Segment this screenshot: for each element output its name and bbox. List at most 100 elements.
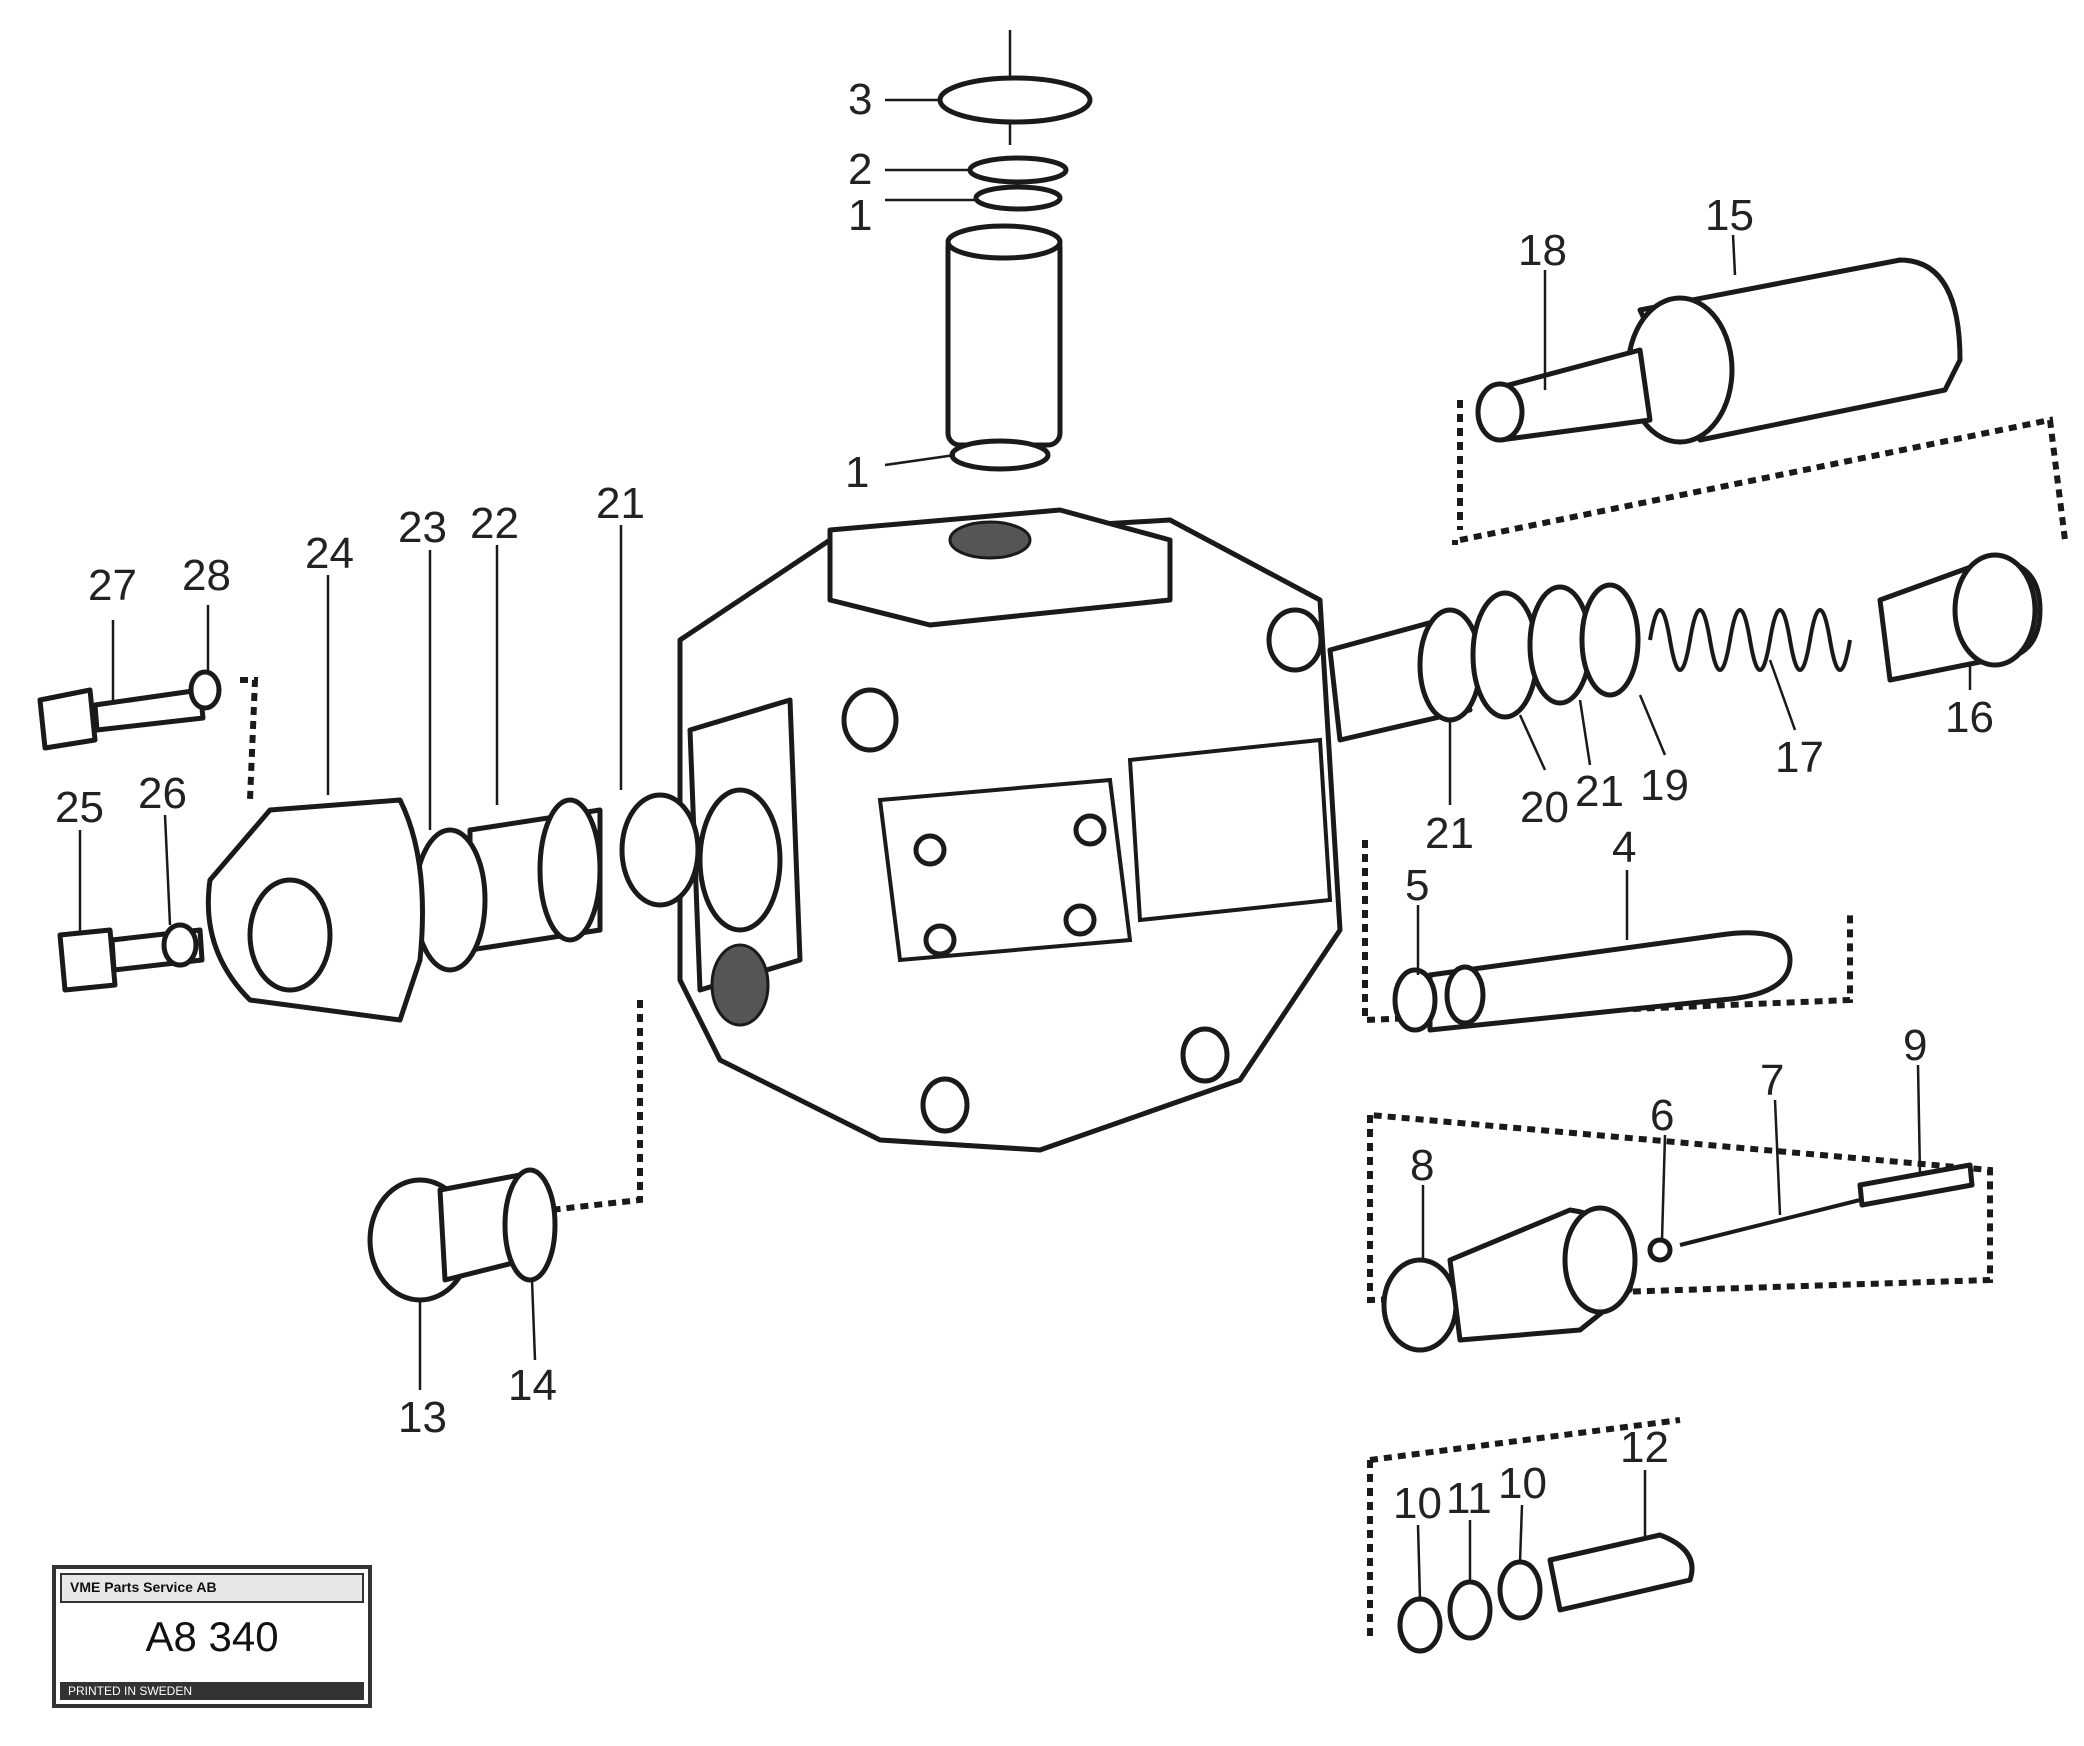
spacer-19 <box>1579 582 1641 698</box>
label-part-4: 4 <box>1612 823 1636 872</box>
label-part-17: 17 <box>1775 733 1824 782</box>
label-part-11: 11 <box>1446 1474 1492 1523</box>
ref-box-footer: PRINTED IN SWEDEN <box>60 1682 364 1700</box>
label-part-15: 15 <box>1705 191 1754 240</box>
label-part-21: 21 <box>596 479 645 528</box>
spring-seat-20 <box>1470 590 1540 720</box>
leader-20 <box>1518 714 1547 771</box>
label-part-21: 21 <box>1425 809 1474 858</box>
screw-head-25 <box>57 927 118 993</box>
label-part-25: 25 <box>55 783 104 832</box>
o-ring-1-top <box>973 184 1063 212</box>
cover-24-face <box>247 877 333 993</box>
label-part-28: 28 <box>182 551 231 600</box>
label-part-12: 12 <box>1620 1423 1669 1472</box>
screw-head-27 <box>37 687 98 751</box>
spool-end-22-face <box>537 797 603 943</box>
leader-10a <box>1416 1524 1422 1601</box>
threaded-insert-end <box>1475 381 1525 443</box>
label-part-10: 10 <box>1498 1459 1547 1508</box>
label-part-27: 27 <box>88 561 137 610</box>
shim-10-b <box>1497 1559 1543 1621</box>
housing-foot-hole <box>1180 1026 1230 1084</box>
relief-valve-face <box>1562 1205 1638 1315</box>
leader-7 <box>1773 1099 1782 1216</box>
housing-foot-hole <box>920 1076 970 1134</box>
dashed-screw-line <box>240 677 259 801</box>
dashed-group-right-top <box>1452 416 2068 545</box>
dashed-plug-line <box>549 1000 643 1213</box>
o-ring-23 <box>412 827 488 973</box>
o-ring-5 <box>1392 967 1438 1033</box>
label-part-19: 19 <box>1640 761 1689 810</box>
label-part-2: 2 <box>848 145 872 194</box>
housing-bolt-hole <box>913 833 947 867</box>
label-part-7: 7 <box>1760 1056 1784 1105</box>
housing-front-panel <box>877 777 1133 963</box>
spring-cap-face <box>1952 552 2038 668</box>
label-part-8: 8 <box>1410 1141 1434 1190</box>
label-part-26: 26 <box>138 769 187 818</box>
label-part-1: 1 <box>848 191 872 240</box>
leader-10b <box>1518 1504 1524 1563</box>
label-part-24: 24 <box>305 529 354 578</box>
pin-9 <box>1857 1162 1975 1208</box>
leader-17 <box>1768 659 1797 731</box>
label-part-9: 9 <box>1903 1021 1927 1070</box>
housing-lower-port <box>710 943 770 1027</box>
spool-4 <box>1427 930 1793 1033</box>
housing-top-port <box>948 520 1032 560</box>
leader-6 <box>1660 1134 1667 1241</box>
ball-6 <box>1647 1237 1673 1263</box>
spring-17 <box>1648 608 1852 672</box>
ref-box-code: A8 340 <box>145 1613 279 1660</box>
leader-15 <box>1731 234 1737 276</box>
leader-1b <box>884 453 956 467</box>
o-ring-14 <box>502 1167 558 1283</box>
label-part-18: 18 <box>1518 226 1567 275</box>
label-part-23: 23 <box>398 503 447 552</box>
housing-bolt-hole <box>1073 813 1107 847</box>
dashed-group-shims-top <box>1369 1417 1681 1463</box>
reference-box: VME Parts Service AB A8 340 PRINTED IN S… <box>52 1565 372 1708</box>
housing-side-hole <box>1266 607 1324 673</box>
label-part-13: 13 <box>398 1393 447 1442</box>
housing-side-hole <box>841 687 899 753</box>
housing-left-port <box>697 787 783 933</box>
plug-12 <box>1547 1532 1695 1613</box>
o-ring-1-bottom <box>949 438 1051 472</box>
shim-11 <box>1447 1579 1493 1641</box>
shim-10-a <box>1397 1596 1443 1654</box>
washer-28 <box>188 669 222 711</box>
label-part-5: 5 <box>1405 861 1429 910</box>
label-part-22: 22 <box>470 499 519 548</box>
label-part-14: 14 <box>508 1361 557 1410</box>
spring-7 <box>1679 1193 1881 1247</box>
washer-26 <box>161 922 199 968</box>
leader-14 <box>530 1279 537 1361</box>
leader-21b <box>1578 699 1592 766</box>
label-part-1: 1 <box>845 448 869 497</box>
o-ring-8 <box>1381 1257 1459 1353</box>
leader-26 <box>163 814 172 926</box>
housing-bolt-hole <box>923 923 957 957</box>
ref-box-header: VME Parts Service AB <box>60 1573 364 1603</box>
housing-bolt-hole <box>1063 903 1097 937</box>
leader-9 <box>1916 1064 1922 1176</box>
seal-ring-3 <box>937 75 1093 125</box>
label-part-16: 16 <box>1945 693 1994 742</box>
label-part-3: 3 <box>848 75 872 124</box>
leader-19 <box>1638 694 1667 756</box>
housing-right-panel <box>1127 737 1333 923</box>
dashed-group-relief <box>1367 1112 1993 1304</box>
spool-land <box>1444 964 1486 1026</box>
seal-ring-2 <box>967 155 1069 185</box>
label-part-21: 21 <box>1575 767 1624 816</box>
housing-top-boss <box>827 507 1173 628</box>
label-part-20: 20 <box>1520 783 1569 832</box>
seal-ring-21-left <box>619 792 701 908</box>
valve-sleeve <box>945 232 1063 448</box>
screw-shank-27 <box>92 687 206 733</box>
label-part-10: 10 <box>1393 1479 1442 1528</box>
